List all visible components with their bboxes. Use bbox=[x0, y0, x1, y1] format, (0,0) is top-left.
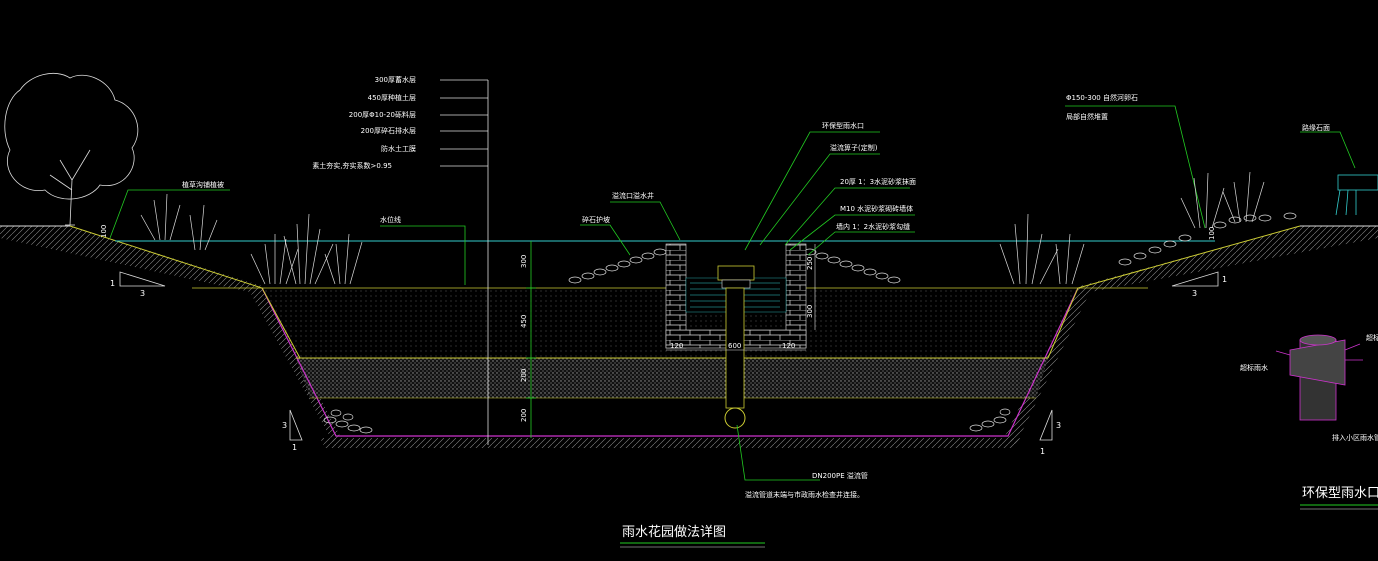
layer-label-3: 200厚Φ10-20砾料层 bbox=[349, 110, 416, 119]
grass-icon bbox=[140, 171, 1265, 285]
label-water-line: 水位线 bbox=[380, 215, 401, 224]
label-community: 排入小区雨水管 bbox=[1332, 433, 1378, 442]
label-left-plant: 植草沟铺植被 bbox=[182, 180, 224, 189]
drawing-title: 雨水花园做法详图 bbox=[622, 524, 726, 540]
layer-labels: 300厚蓄水层 450厚种植土层 200厚Φ10-20砾料层 200厚碎石排水层… bbox=[312, 75, 416, 170]
label-stone2: 局部自然堆置 bbox=[1066, 112, 1108, 121]
dim-450: 450 bbox=[520, 315, 528, 328]
layer-label-6: 素土夯实,夯实系数>0.95 bbox=[312, 161, 392, 170]
label-inner: 墙内 1：2水泥砂浆勾缝 bbox=[836, 222, 910, 231]
label-inlet: 环保型雨水口 bbox=[822, 121, 864, 130]
slope-3b: 1 bbox=[1040, 447, 1045, 456]
layer-label-2: 450厚种植土层 bbox=[368, 93, 416, 102]
dim-600: 600 bbox=[728, 342, 741, 350]
layer-label-5: 防水土工膜 bbox=[381, 144, 416, 153]
label-overflow-well: 溢流口溢水井 bbox=[612, 191, 654, 200]
dim-100r: 100 bbox=[1208, 227, 1216, 240]
side-title: 环保型雨水口做法详 bbox=[1302, 486, 1378, 501]
tree-icon bbox=[4, 73, 139, 226]
label-rain2: 超标 bbox=[1366, 333, 1378, 342]
dim-200b: 200 bbox=[520, 409, 528, 422]
ground-hatch-right bbox=[1005, 226, 1378, 446]
dim-300: 300 bbox=[520, 255, 528, 268]
ground-bottom-hatch bbox=[320, 438, 1020, 448]
layer-label-1: 300厚蓄水层 bbox=[375, 75, 416, 84]
rain-inlet-device-icon bbox=[1275, 334, 1363, 421]
dim-120a: 120 bbox=[670, 342, 683, 350]
rock-bank-stones bbox=[568, 212, 1297, 284]
dim-200a: 200 bbox=[520, 369, 528, 382]
bottom-rocks bbox=[323, 408, 1011, 434]
liner-outline bbox=[261, 287, 1079, 437]
slope-3a: 3 bbox=[1056, 421, 1061, 430]
label-brick: M10 水泥砂浆砌砖墙体 bbox=[840, 204, 913, 213]
label-road: 路缘石面 bbox=[1302, 123, 1330, 132]
slope-4a: 1 bbox=[1222, 275, 1227, 284]
slope-1b: 3 bbox=[140, 289, 145, 298]
label-rain: 超标雨水 bbox=[1240, 363, 1268, 372]
label-grate: 溢流箅子(定制) bbox=[830, 143, 878, 152]
label-stone: Φ150-300 自然河卵石 bbox=[1066, 93, 1138, 102]
label-pipe: DN200PE 溢流管 bbox=[812, 471, 868, 480]
dim-300r: 300 bbox=[806, 305, 814, 318]
label-pipe-note: 溢流管道末端与市政雨水检查井连接。 bbox=[745, 490, 864, 499]
label-mortar: 20厚 1：3水泥砂浆抹面 bbox=[840, 177, 916, 186]
label-rock-bank: 碎石护坡 bbox=[582, 215, 610, 224]
slope-4b: 3 bbox=[1192, 289, 1197, 298]
gravel-layer bbox=[296, 358, 1048, 398]
layer-label-4: 200厚碎石排水层 bbox=[361, 126, 416, 135]
slope-1a: 1 bbox=[110, 279, 115, 288]
ground-hatch-left bbox=[0, 226, 340, 446]
dim-250: 250 bbox=[806, 257, 814, 270]
slope-2b: 1 bbox=[292, 443, 297, 452]
slope-2a: 3 bbox=[282, 421, 287, 430]
dim-100l: 100 bbox=[100, 225, 108, 238]
dim-120b: 120 bbox=[782, 342, 795, 350]
overflow-grate bbox=[717, 265, 755, 281]
overflow-pipe-end bbox=[724, 407, 746, 429]
